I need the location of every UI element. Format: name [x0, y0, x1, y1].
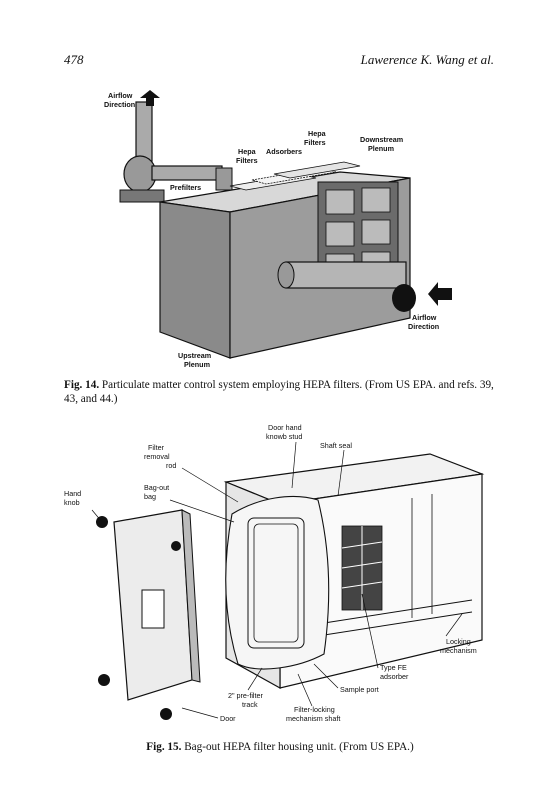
label-filter-removal-2: removal [144, 452, 170, 461]
label-prefilter-2: track [242, 700, 258, 709]
figure-15-bag-out-housing-illustration: Door hand knowb stud Filter removal rod … [62, 418, 502, 728]
figure-14-caption: Fig. 14. Particulate matter control syst… [64, 378, 496, 406]
figure-15-caption: Fig. 15. Bag-out HEPA filter housing uni… [64, 740, 496, 754]
label-type-fe-1: Type FE [380, 663, 407, 672]
label-sample-port: Sample port [340, 685, 379, 694]
label-type-fe-2: adsorber [380, 672, 409, 681]
label-bag-out-2: bag [144, 492, 156, 501]
label-adsorbers: Adsorbers [266, 147, 302, 156]
label-downstream-2: Plenum [368, 144, 394, 153]
label-locking-2: mechanism [440, 646, 477, 655]
label-bag-out-1: Bag-out [144, 483, 169, 492]
page-number: 478 [64, 52, 84, 67]
label-upstream-1: Upstream [178, 351, 211, 360]
figure-14-caption-label: Fig. 14. [64, 379, 100, 391]
figure-15-caption-label: Fig. 15. [146, 741, 182, 753]
label-filter-locking-2: mechanism shaft [286, 714, 340, 723]
label-hepa-filters-2: Filters [304, 138, 326, 147]
figure-14-drawing: Airflow Direction Hepa Filters Downstrea… [104, 90, 452, 369]
label-shaft-seal: Shaft seal [320, 441, 352, 450]
label-door-hand-2: knowb stud [266, 432, 302, 441]
label-hepa-left-1: Hepa [238, 147, 257, 156]
label-prefilter-1: 2" pre-filter [228, 691, 264, 700]
running-header: 478 Lawerence K. Wang et al. [64, 52, 494, 72]
label-door-hand-1: Door hand [268, 423, 302, 432]
label-airflow-top-1: Airflow [108, 91, 133, 100]
label-hand-knob-1: Hand [64, 489, 81, 498]
figure-14-hepa-system-illustration: Airflow Direction Hepa Filters Downstrea… [90, 82, 470, 372]
label-hand-knob-2: knob [64, 498, 80, 507]
label-filter-removal-3: rod [166, 461, 176, 470]
label-airflow-top-2: Direction [104, 100, 135, 109]
label-door: Door [220, 714, 236, 723]
label-upstream-2: Plenum [184, 360, 210, 369]
label-airflow-right-2: Direction [408, 322, 439, 331]
running-head-authors: Lawerence K. Wang et al. [360, 52, 494, 67]
label-prefilters: Prefilters [170, 183, 201, 192]
figure-15-caption-text: Bag-out HEPA filter housing unit. (From … [184, 741, 414, 753]
figure-15-drawing: Door hand knowb stud Filter removal rod … [64, 423, 485, 723]
label-filter-removal-1: Filter [148, 443, 165, 452]
label-locking-1: Locking [446, 637, 471, 646]
label-hepa-left-2: Filters [236, 156, 258, 165]
label-downstream-1: Downstream [360, 135, 403, 144]
label-filter-locking-1: Filter-locking [294, 705, 335, 714]
label-airflow-right-1: Airflow [412, 313, 437, 322]
label-hepa-filters-1: Hepa [308, 129, 327, 138]
figure-14-caption-text: Particulate matter control system employ… [64, 379, 494, 405]
